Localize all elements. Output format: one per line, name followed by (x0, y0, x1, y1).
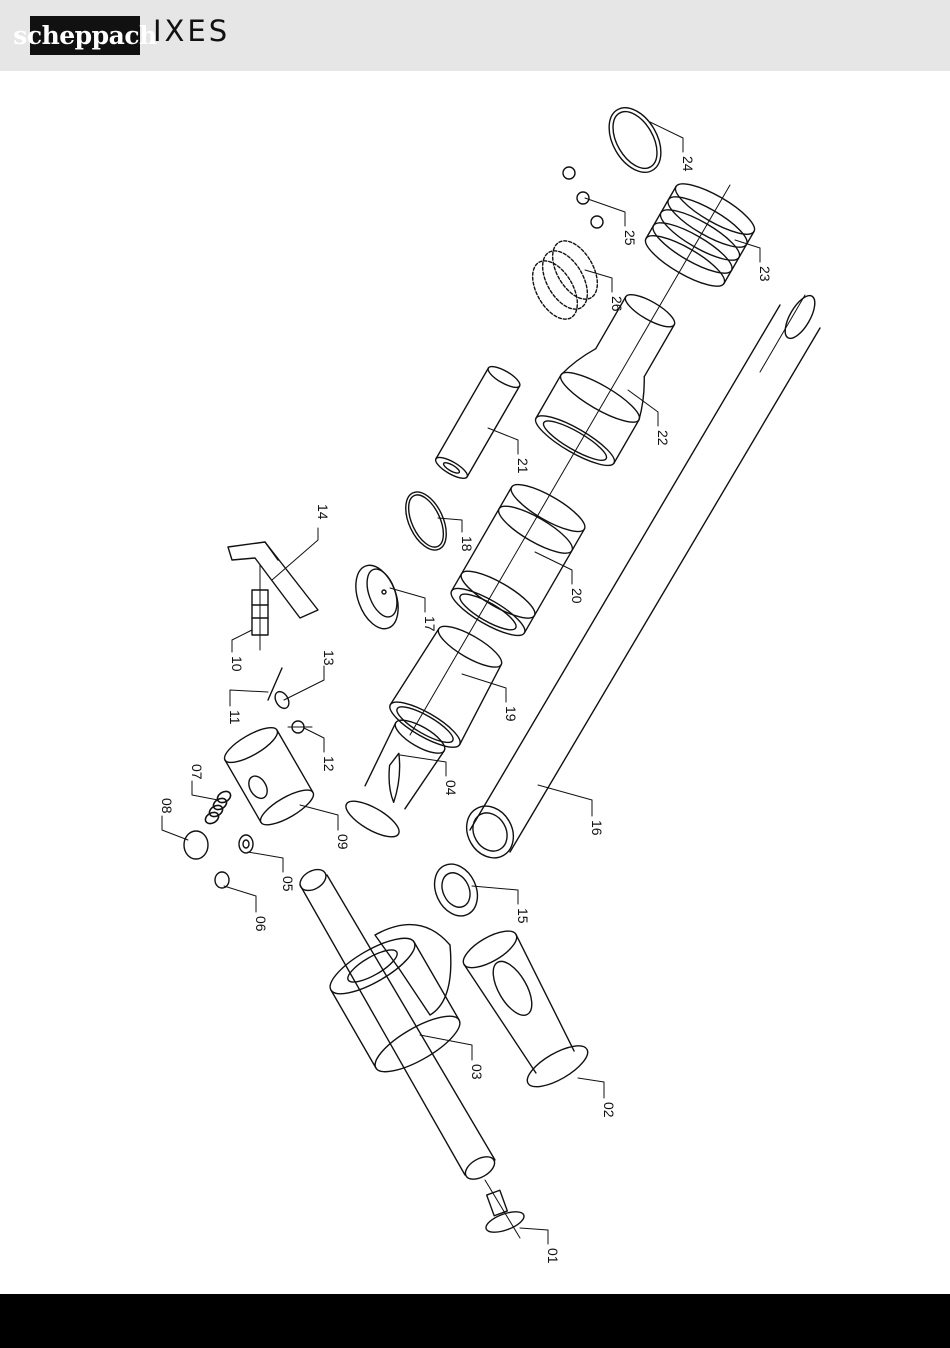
ixes-logo: IXES (153, 14, 230, 48)
part-label-26: 26 (609, 296, 625, 312)
scheppach-logo: scheppach (30, 16, 140, 55)
part-label-07: 07 (189, 764, 205, 780)
page-header: scheppach IXES (0, 0, 950, 71)
part-label-04: 04 (443, 780, 459, 796)
part-label-18: 18 (459, 536, 475, 552)
page-footer (0, 1294, 950, 1348)
part-label-25: 25 (622, 230, 638, 246)
part-label-23: 23 (757, 266, 773, 282)
exploded-parts-diagram: 24 25 23 26 22 21 18 20 17 14 10 11 13 1… (0, 71, 950, 1294)
part-label-05: 05 (280, 876, 296, 892)
part-label-19: 19 (503, 706, 519, 722)
part-label-08: 08 (159, 798, 175, 814)
part-label-06: 06 (253, 916, 269, 932)
part-label-10: 10 (229, 656, 245, 672)
part-label-20: 20 (569, 588, 585, 604)
part-label-16: 16 (589, 820, 605, 836)
part-label-02: 02 (601, 1102, 617, 1118)
part-label-15: 15 (515, 908, 531, 924)
part-label-09: 09 (335, 834, 351, 850)
part-label-13: 13 (321, 650, 337, 666)
part-label-03: 03 (469, 1064, 485, 1080)
part-label-22: 22 (655, 430, 671, 446)
part-label-24: 24 (680, 156, 696, 172)
part-label-11: 11 (227, 710, 243, 725)
part-label-12: 12 (321, 756, 337, 772)
part-label-01: 01 (545, 1248, 561, 1264)
part-label-17: 17 (422, 616, 438, 632)
part-label-14: 14 (315, 504, 331, 520)
part-label-21: 21 (515, 458, 531, 474)
